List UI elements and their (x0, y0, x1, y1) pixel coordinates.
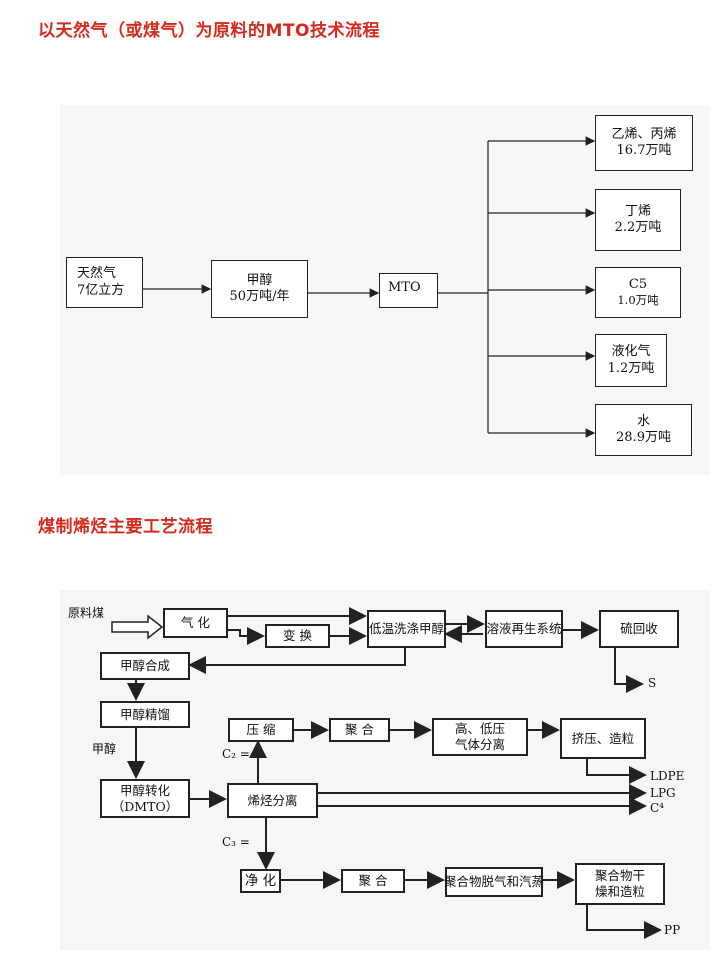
mto-flow-connectors (143, 136, 596, 438)
drying-pelletize-box: 聚合物干 燥和造粒 (575, 863, 665, 905)
extrude-pelletize-box: 挤压、造粒 (560, 718, 646, 759)
lpg-box: 液化气 1.2万吨 (595, 334, 667, 387)
sulfur-label: S (648, 676, 657, 690)
water-box: 水 28.9万吨 (595, 404, 692, 456)
raw-coal-arrow (111, 614, 164, 640)
purification-box: 净 化 (240, 869, 281, 893)
methanol-synthesis-box: 甲醇合成 (100, 652, 190, 680)
ldpe-label: LDPE (650, 769, 685, 783)
mto-box: MTO (379, 273, 438, 308)
compression-box: 压 缩 (228, 718, 294, 742)
c5-box: C5 1.0万吨 (595, 267, 681, 318)
pp-label: PP (664, 923, 681, 937)
methanol-conversion-box: 甲醇转化 （DMTO） (100, 779, 190, 818)
section2-title: 煤制烯烃主要工艺流程 (38, 517, 213, 537)
coal-flow-connectors (111, 607, 662, 939)
gasification-box: 气 化 (163, 608, 228, 638)
c3-label: C₃ = (222, 835, 250, 849)
coal-to-olefins-diagram: 原料煤 气 化 变 换 低温洗涤甲醇 溶液再生系统 硫回收 S 甲醇合成 甲醇精… (60, 590, 710, 950)
olefin-separation-box: 烯烃分离 (227, 783, 318, 818)
solvent-regen-box: 溶液再生系统 (485, 610, 563, 648)
c2-label: C₂ = (222, 747, 250, 761)
ethylene-propylene-box: 乙烯、丙烯 16.7万吨 (595, 115, 693, 171)
methanol-box: 甲醇 50万吨/年 (211, 260, 308, 318)
methanol-label: 甲醇 (92, 742, 117, 756)
raw-coal-label: 原料煤 (68, 606, 105, 620)
devolatilization-box: 聚合物脱气和汽蒸 (444, 867, 544, 897)
lpg-label: LPG (650, 786, 676, 800)
section1-title: 以天然气（或煤气）为原料的MTO技术流程 (38, 21, 380, 41)
rectisol-box: 低温洗涤甲醇 (367, 610, 446, 648)
shift-box: 变 换 (265, 624, 330, 648)
polymerization-pp-box: 聚 合 (341, 869, 405, 893)
butylene-box: 丁烯 2.2万吨 (595, 189, 681, 251)
natural-gas-box: 天然气 7亿立方 (66, 257, 143, 308)
polymerization-pe-box: 聚 合 (329, 718, 390, 742)
sulfur-recovery-box: 硫回收 (599, 610, 679, 648)
methanol-rectify-box: 甲醇精馏 (100, 701, 190, 728)
gas-separation-box: 高、低压 气体分离 (432, 718, 528, 756)
mto-flow-diagram: 天然气 7亿立方 甲醇 50万吨/年 MTO 乙烯、丙烯 16.7万吨 丁烯 2… (60, 105, 710, 475)
c4-label: C⁴ (650, 801, 664, 815)
